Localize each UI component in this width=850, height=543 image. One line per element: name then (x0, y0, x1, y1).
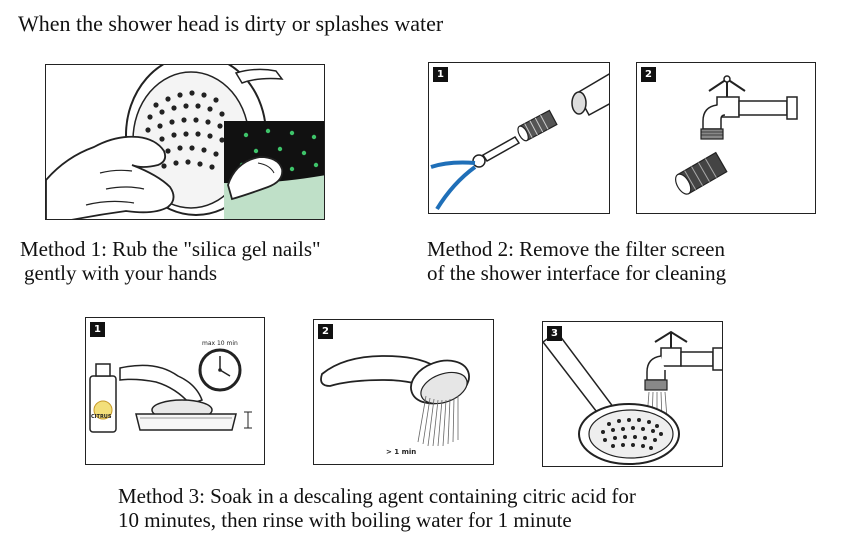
method3-line1: Method 3: Soak in a descaling agent cont… (118, 484, 636, 508)
shower-rinse-drawing: > 1 min (320, 355, 470, 456)
faucet-filter-drawing (675, 75, 798, 195)
rinse-time-label: > 1 min (386, 448, 416, 456)
method3-line2: 10 minutes, then rinse with boiling wate… (118, 507, 572, 532)
method2-step2-badge: 2 (641, 67, 656, 82)
clock-label: max 10 min (202, 340, 238, 347)
method3-step2-illustration: 2 > 1 min (313, 319, 494, 465)
page-title: When the shower head is dirty or splashe… (18, 11, 444, 36)
method2-step2-illustration: 2 (636, 62, 816, 214)
method2-step1-badge: 1 (433, 67, 448, 82)
method3-step2-badge: 2 (318, 324, 333, 339)
method2-step1-illustration: 1 (428, 62, 610, 214)
method1-line2: gently with your hands (24, 260, 218, 285)
bottle-label: CITRUS (91, 414, 112, 420)
method1-line1: Method 1: Rub the "silica gel nails" (20, 237, 321, 261)
shower-head-rub-drawing (46, 65, 324, 219)
method2-caption: Method 2: Remove the filter screen of th… (427, 237, 837, 285)
method1-caption: Method 1: Rub the "silica gel nails" gen… (20, 237, 420, 285)
method3-caption: Method 3: Soak in a descaling agent cont… (118, 484, 818, 532)
soak-descaler-drawing: max 10 min CITRUS (89, 340, 252, 433)
method2-line1: Method 2: Remove the filter screen (427, 237, 725, 261)
method2-line2: of the shower interface for cleaning (427, 260, 727, 285)
method1-illustration (45, 64, 325, 220)
method3-step3-badge: 3 (547, 326, 562, 341)
method3-step1-badge: 1 (90, 322, 105, 337)
pliers-filter-drawing (430, 73, 609, 211)
faucet-rinse-drawing (543, 330, 722, 465)
method3-step3-illustration: 3 (542, 321, 723, 467)
method3-step1-illustration: 1 max 10 min CITRUS (85, 317, 265, 465)
